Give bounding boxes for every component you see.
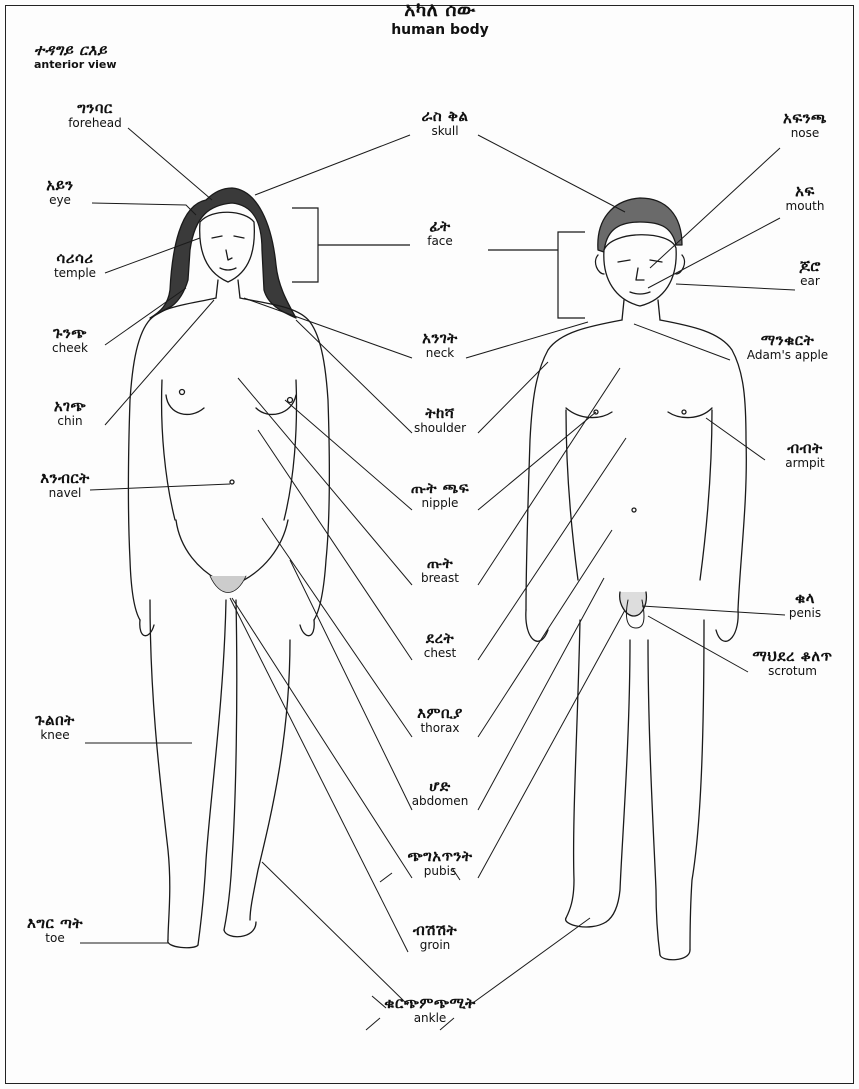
label-eye: አይን eye	[20, 177, 100, 208]
label-toe: እግር ጣት toe	[10, 915, 100, 946]
label-ankle: ቁርጭምጭሚት ankle	[360, 995, 500, 1026]
label-face: ፊት face	[400, 218, 480, 249]
label-breast: ጡት breast	[395, 555, 485, 586]
label-mouth: አፍ mouth	[765, 183, 845, 214]
label-neck: አንገት neck	[400, 330, 480, 361]
label-pubis: ጭግአጥንት pubis	[375, 848, 505, 879]
subtitle-english: anterior view	[34, 59, 174, 72]
title-amharic: አካለ ሰው	[370, 0, 510, 22]
male-figure	[526, 198, 746, 960]
label-abdomen: ሆድ abdomen	[385, 778, 495, 809]
label-navel: እንብርት navel	[20, 470, 110, 501]
female-face	[200, 212, 255, 282]
label-knee: ጉልበት knee	[20, 712, 90, 743]
label-ear: ጆሮ ear	[775, 258, 845, 289]
label-penis: ቁላ penis	[765, 590, 845, 621]
label-skull: ራስ ቅል skull	[395, 108, 495, 139]
male-torso	[526, 320, 746, 610]
label-shoulder: ትከሻ shoulder	[395, 405, 485, 436]
label-nipple: ጡት ጫፍ nipple	[395, 480, 485, 511]
diagram-subtitle: ተዳግይ ርእይ anterior view	[34, 42, 174, 72]
label-armpit: ብብት armpit	[765, 440, 845, 471]
label-forehead: ግንባር forehead	[40, 100, 150, 131]
female-legs	[150, 600, 290, 945]
male-face	[604, 235, 676, 306]
subtitle-amharic: ተዳግይ ርእይ	[34, 42, 174, 59]
title-english: human body	[370, 22, 510, 38]
label-thorax: እምቢያ thorax	[395, 705, 485, 736]
label-nose: አፍንጫ nose	[755, 110, 855, 141]
label-scrotum: ማህደረ ቆለጥ scrotum	[735, 648, 850, 679]
label-groin: ብሽሽት groin	[385, 922, 485, 953]
label-cheek: ጉንጭ cheek	[30, 325, 110, 356]
label-temple: ሳሪሳሪ temple	[30, 250, 120, 281]
label-chin: አገጭ chin	[30, 398, 110, 429]
label-adams-apple: ማንቁርት Adam's apple	[725, 332, 850, 363]
male-legs	[566, 620, 704, 955]
label-chest: ደረት chest	[395, 630, 485, 661]
diagram-title: አካለ ሰው human body	[370, 0, 510, 38]
female-figure	[129, 188, 330, 948]
